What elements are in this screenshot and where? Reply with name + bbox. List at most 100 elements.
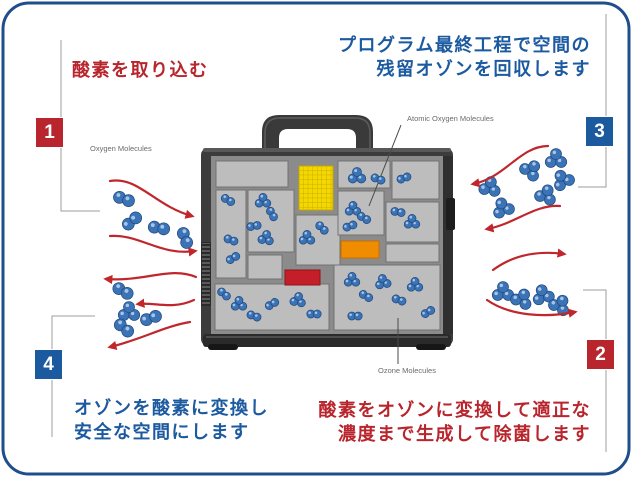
curved-arrow-icon: [107, 320, 192, 351]
atom-highlight: [379, 177, 382, 180]
curved-arrow-icon: [103, 272, 198, 285]
atom-highlight: [182, 229, 187, 234]
step-2-bracket: [583, 289, 607, 452]
atom-highlight: [125, 303, 130, 308]
step-3-line-2: 残留オゾンを回収します: [376, 59, 591, 80]
atom: [252, 312, 262, 322]
release-ozone-arrows: [485, 248, 578, 318]
atom-highlight: [354, 169, 358, 173]
atom: [353, 311, 363, 321]
step-3-text: プログラム最終工程で空間の 残留オゾンを回収します: [338, 34, 591, 82]
internal-molecule: [347, 167, 367, 184]
atom-highlight: [491, 187, 496, 191]
atom-highlight: [545, 293, 549, 298]
step-4-text: オゾンを酸素に変換し 安全な空間にします: [74, 397, 269, 445]
atom-highlight: [522, 299, 527, 304]
internal-molecule: [246, 221, 262, 231]
step-4-line-2: 安全な空間にします: [74, 422, 250, 443]
atom-highlight: [266, 303, 269, 307]
atom-highlight: [291, 298, 295, 302]
atom-highlight: [497, 200, 501, 205]
atom: [229, 236, 239, 246]
atom-highlight: [560, 296, 564, 301]
atom-highlight: [240, 303, 243, 307]
atom: [270, 298, 280, 307]
atom-highlight: [398, 177, 401, 180]
release-oxygen-arrows: [103, 272, 198, 351]
atom-highlight: [521, 290, 526, 295]
internal-molecule: [220, 194, 236, 206]
atom-highlight: [227, 257, 230, 261]
atom-highlight: [300, 237, 304, 241]
atom-highlight: [256, 200, 260, 204]
internal-molecule: [390, 207, 406, 217]
device-foot-left: [208, 344, 238, 350]
atom-highlight: [354, 208, 357, 212]
step-1-bracket: [60, 40, 100, 212]
atom-highlight: [537, 287, 542, 291]
atom-highlight: [349, 313, 352, 317]
curved-arrow-icon: [484, 204, 562, 233]
atom-highlight: [264, 200, 267, 204]
atom-highlight: [416, 284, 419, 288]
atom-highlight: [304, 231, 308, 235]
atom: [497, 281, 509, 293]
device-top-bevel: [203, 148, 451, 152]
atom-highlight: [481, 185, 485, 189]
internal-molecule: [343, 272, 361, 287]
ozone-molecule: [491, 281, 515, 301]
atom-highlight: [551, 300, 556, 305]
atom: [222, 291, 231, 301]
device-base-highlight: [206, 336, 448, 338]
atom-highlight: [379, 276, 383, 279]
step-2-line-2: 濃度まで生成して除菌します: [338, 424, 591, 445]
atom-highlight: [223, 195, 227, 199]
curved-arrow-icon: [491, 248, 567, 272]
internal-molecule: [264, 298, 280, 310]
atom-highlight: [408, 284, 412, 288]
atom-highlight: [185, 238, 190, 243]
atom-highlight: [398, 209, 402, 213]
atom-highlight: [236, 297, 240, 301]
internal-molecule: [406, 277, 424, 292]
device-base: [203, 334, 451, 347]
atom: [364, 293, 374, 302]
atom: [347, 272, 357, 281]
oxygen-molecule: [177, 227, 193, 249]
ozone-molecule: [510, 288, 532, 310]
atom-highlight: [308, 237, 311, 241]
atom-highlight: [248, 224, 251, 227]
device-left-vent-slots: [202, 243, 210, 305]
internal-panel: [247, 254, 283, 280]
internal-molecule: [266, 206, 278, 222]
atom-highlight: [255, 314, 258, 317]
internal-molecule: [391, 294, 407, 306]
atom: [348, 201, 358, 210]
atom: [149, 310, 162, 323]
step-3-badge: 3: [586, 117, 613, 146]
atom-highlight: [151, 313, 156, 318]
atom-highlight: [116, 193, 121, 197]
atom-highlight: [123, 221, 128, 226]
atom: [226, 197, 236, 206]
atom-highlight: [404, 174, 407, 178]
atom-highlight: [344, 225, 347, 228]
atom: [129, 211, 143, 225]
atom-highlight: [150, 223, 155, 228]
atom: [234, 296, 244, 305]
atom-highlight: [359, 213, 363, 217]
ozone-molecule: [554, 169, 575, 192]
atom-highlight: [372, 175, 376, 178]
molecule-layer: [112, 148, 575, 338]
ozone-molecule: [544, 148, 568, 168]
atom: [554, 169, 567, 182]
atom: [352, 167, 362, 177]
atom-highlight: [405, 221, 409, 225]
atom: [362, 215, 372, 224]
atom-highlight: [534, 296, 539, 300]
atom-highlight: [365, 216, 368, 220]
curved-arrow-icon: [108, 234, 198, 257]
internal-molecule: [230, 296, 248, 311]
oxygen-molecule: [140, 310, 162, 326]
